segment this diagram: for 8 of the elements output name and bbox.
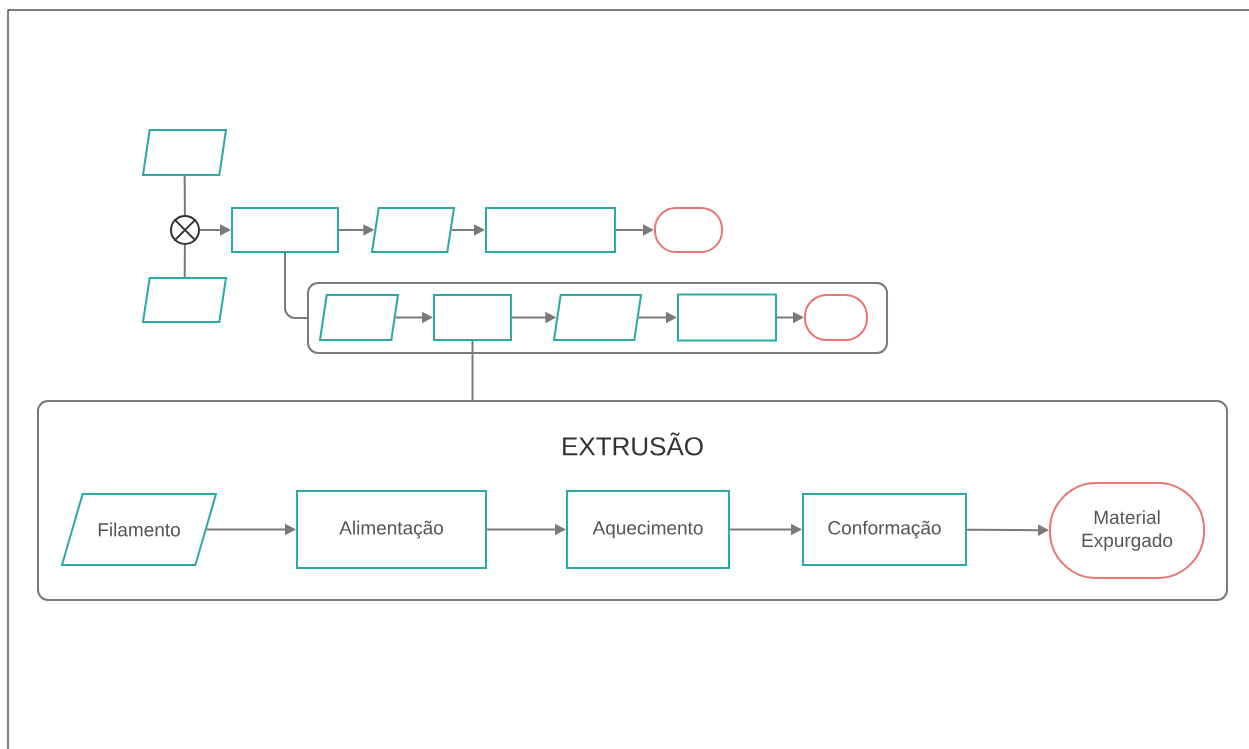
process-box: Alimentação (296, 490, 487, 569)
process-box (485, 207, 616, 253)
process-box (677, 293, 777, 342)
process-box (433, 294, 512, 341)
process-box: Conformação (802, 493, 967, 566)
junction-circle (170, 215, 200, 245)
process-box: Aquecimento (566, 490, 730, 569)
process-box (231, 207, 339, 253)
